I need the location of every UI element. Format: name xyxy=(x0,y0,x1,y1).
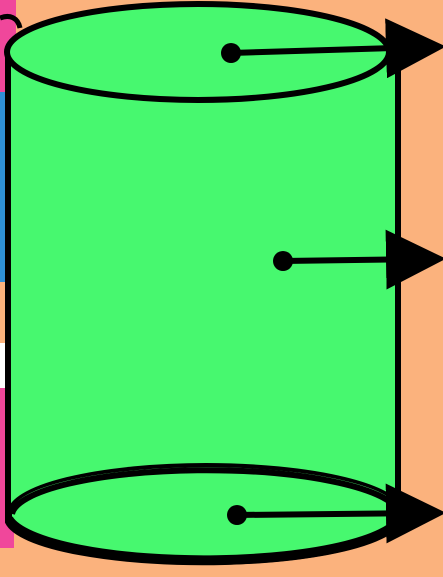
pointer-top-dot xyxy=(221,43,241,63)
pointer-surface-line xyxy=(283,259,428,261)
pointer-bottom-line xyxy=(237,513,428,515)
cylinder xyxy=(7,4,402,562)
pointer-bottom-dot xyxy=(227,505,247,525)
pointer-surface-dot xyxy=(273,251,293,271)
